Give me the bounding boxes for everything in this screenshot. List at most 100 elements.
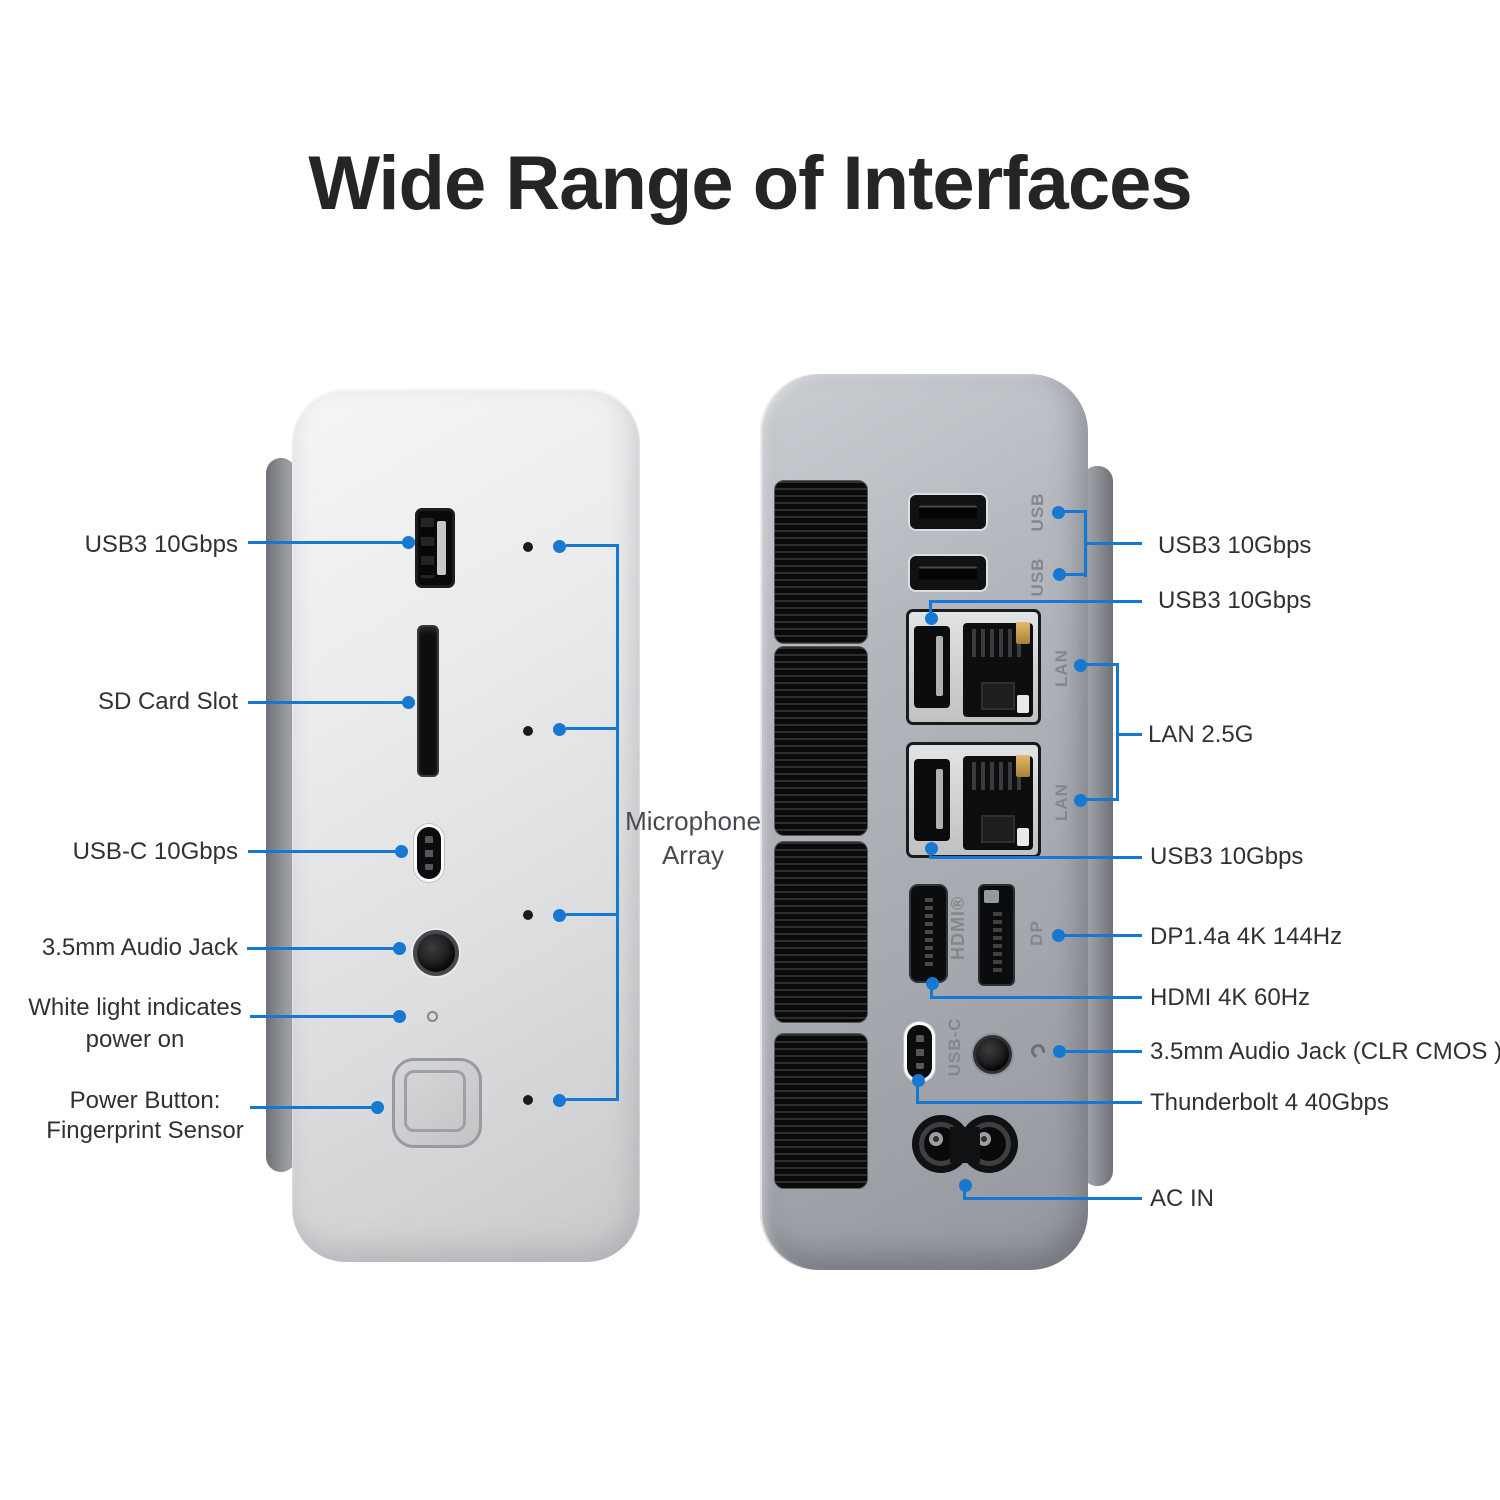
usb-stencil-label: USB [1028, 492, 1047, 532]
callout-line [1084, 663, 1119, 666]
callout-line [1063, 1050, 1142, 1053]
usb-a-slot [919, 566, 977, 580]
label-audio-clr-cmos: 3.5mm Audio Jack (CLR CMOS ) [1150, 1038, 1500, 1065]
ac-power-inlet [912, 1111, 1018, 1181]
usb-a-tongue [437, 521, 446, 575]
label-power-button: Power Button: Fingerprint Sensor [0, 1086, 290, 1146]
lan-led-amber [1016, 755, 1030, 777]
callout-dot [402, 696, 415, 709]
callout-line [1062, 934, 1142, 937]
hdmi-pins [924, 897, 933, 970]
rj45-pins [972, 762, 1024, 790]
callout-line [1084, 798, 1119, 801]
rj45-pins [972, 629, 1024, 657]
audio-jack-port [413, 930, 459, 976]
lan-usb-combo-port [906, 609, 1041, 725]
label-usb3-pair: USB3 10Gbps [1158, 532, 1312, 559]
callout-dot [393, 1010, 406, 1023]
displayport-port [978, 884, 1015, 986]
hdmi-port [909, 884, 948, 983]
callout-line [916, 1078, 919, 1104]
callout-line [248, 541, 406, 544]
label-dp: DP1.4a 4K 144Hz [1150, 923, 1343, 950]
label-hdmi: HDMI 4K 60Hz [1150, 984, 1311, 1011]
lan-stencil-label: LAN [1052, 783, 1071, 821]
usb-c-port [417, 827, 441, 879]
label-usb3-front: USB3 10Gbps [84, 531, 238, 558]
label-power-light-line2: power on [85, 1026, 185, 1053]
usb-a-port [415, 508, 455, 588]
dp-stencil-label: DP [1027, 920, 1046, 946]
rear-device-body: USB USB LAN LAN HDMI® [760, 374, 1088, 1270]
hdmi-stencil-label: HDMI® [948, 895, 968, 960]
label-power-button-line1: Power Button: [69, 1087, 221, 1114]
label-usb3-upper: USB3 10Gbps [1158, 587, 1312, 614]
callout-line [930, 981, 933, 999]
callout-dot [1052, 929, 1065, 942]
fingerprint-sensor [404, 1070, 466, 1132]
mic-hole [523, 910, 533, 920]
callout-line [1062, 573, 1087, 576]
callout-line [250, 1015, 395, 1018]
callout-line [566, 1098, 619, 1101]
vent-grille [774, 480, 868, 644]
label-power-light: White light indicates power on [0, 992, 270, 1056]
usb-a-tongue [936, 636, 943, 696]
headphone-icon [1028, 1041, 1048, 1061]
callout-line [1116, 663, 1119, 801]
callout-line [1116, 733, 1142, 736]
power-led [427, 1011, 438, 1022]
page-title: Wide Range of Interfaces [308, 141, 1192, 226]
label-mic-line1: Microphone [625, 806, 761, 836]
thunderbolt-port [907, 1025, 932, 1079]
callout-line [566, 727, 619, 730]
lan-led-white [1017, 828, 1029, 846]
callout-line [566, 544, 619, 547]
callout-dot [1052, 506, 1065, 519]
label-lan: LAN 2.5G [1148, 721, 1254, 748]
dp-pins [993, 912, 1002, 974]
callout-dot [371, 1101, 384, 1114]
callout-line [1062, 510, 1087, 513]
usb-a-port [914, 626, 950, 708]
usb-c-contacts [425, 836, 433, 870]
callout-line [963, 1197, 1142, 1200]
callout-line [963, 1183, 966, 1200]
callout-line [929, 856, 1142, 859]
ac-inlet-pin [929, 1132, 943, 1146]
callout-line [250, 1106, 373, 1109]
ac-inlet-pin [977, 1132, 991, 1146]
label-microphone-array: Microphone Array [583, 804, 803, 872]
callout-line [247, 947, 395, 950]
front-device-side-edge [266, 458, 296, 1172]
label-power-button-line2: Fingerprint Sensor [46, 1117, 244, 1144]
usb-stencil-label: USB [1028, 557, 1047, 597]
label-thunderbolt: Thunderbolt 4 40Gbps [1150, 1089, 1389, 1116]
usb-a-flat-port [908, 493, 988, 531]
callout-dot [1053, 1045, 1066, 1058]
label-mic-line2: Array [661, 840, 725, 870]
mic-hole [523, 726, 533, 736]
callout-line [930, 996, 1142, 999]
usb-a-tongue [936, 769, 943, 829]
lan-led-white [1017, 695, 1029, 713]
callout-line [1084, 542, 1142, 545]
vent-grille [774, 646, 868, 836]
callout-dot [1074, 659, 1087, 672]
callout-dot [395, 845, 408, 858]
rj45-clip [981, 815, 1015, 843]
dp-notch [984, 890, 999, 903]
label-power-light-line1: White light indicates [28, 994, 242, 1021]
callout-line [248, 701, 406, 704]
usb-a-flat-port [908, 554, 988, 592]
usb-a-contacts [421, 518, 434, 578]
usb-c-contacts [915, 1035, 924, 1069]
label-audio-jack-front: 3.5mm Audio Jack [41, 934, 238, 961]
callout-dot [1074, 794, 1087, 807]
rj45-clip [981, 682, 1015, 710]
mic-hole [523, 542, 533, 552]
callout-line [929, 600, 932, 619]
usb-a-slot [919, 505, 977, 519]
vent-grille [774, 841, 868, 1023]
